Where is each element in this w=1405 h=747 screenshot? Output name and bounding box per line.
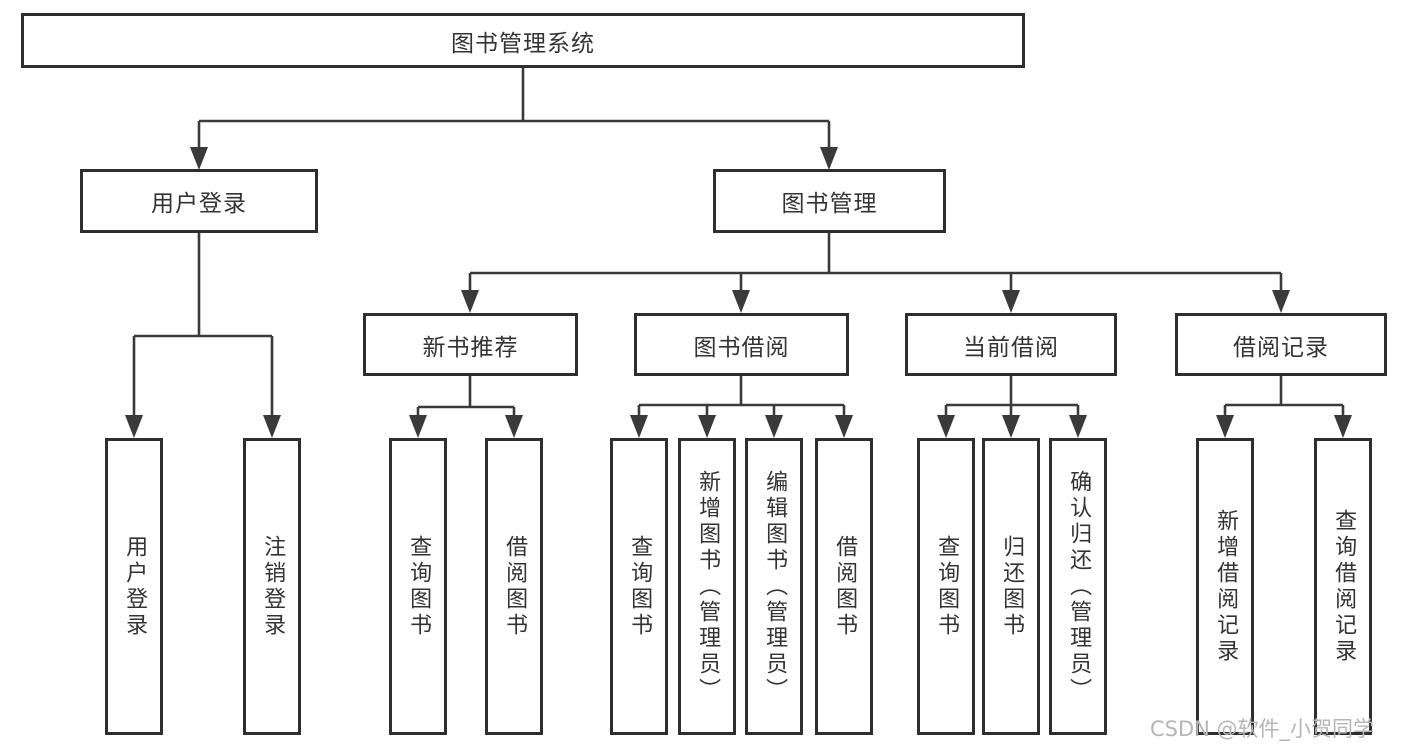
arrow-down-icon	[630, 415, 648, 438]
node-book-management: 图书管理	[713, 169, 946, 233]
node-current-borrow: 当前借阅	[905, 313, 1117, 376]
leaf-query-books-borrow: 查询图书	[610, 438, 668, 735]
arrow-down-icon	[698, 415, 716, 438]
leaf-label: 新增图书（管理员）	[695, 469, 721, 704]
leaf-label: 归还图书	[999, 534, 1025, 639]
arrow-down-icon	[1216, 415, 1234, 438]
arrow-down-icon	[461, 290, 479, 313]
leaf-logout: 注销登录	[243, 438, 301, 735]
watermark: CSDN @软件_小贺同学	[1150, 717, 1375, 741]
node-user-login: 用户登录	[80, 169, 318, 233]
leaf-label: 注销登录	[260, 534, 286, 639]
leaf-label: 用户登录	[122, 534, 148, 639]
connector-book-management-to-level3	[461, 233, 1290, 313]
leaf-label: 查询借阅记录	[1331, 508, 1357, 665]
arrow-down-icon	[505, 415, 523, 438]
connector-new-book-to-leaves	[409, 376, 523, 438]
arrow-down-icon	[125, 415, 143, 438]
connector-root-to-level2	[190, 68, 838, 170]
node-new-book-recommend: 新书推荐	[363, 313, 578, 376]
leaf-label: 新增借阅记录	[1213, 508, 1239, 665]
arrow-down-icon	[1002, 290, 1020, 313]
leaf-borrow-books-recommend: 借阅图书	[485, 438, 543, 735]
leaf-add-books-admin: 新增图书（管理员）	[678, 438, 736, 735]
arrow-down-icon	[732, 290, 750, 313]
leaf-label: 查询图书	[406, 534, 432, 639]
connector-user-login-to-leaves	[125, 233, 281, 438]
leaf-query-books-recommend: 查询图书	[389, 438, 447, 735]
connector-current-borrow-to-leaves	[937, 376, 1087, 438]
leaf-label: 查询图书	[627, 534, 653, 639]
node-borrow-records: 借阅记录	[1175, 313, 1387, 376]
leaf-label: 借阅图书	[832, 534, 858, 639]
arrow-down-icon	[937, 415, 955, 438]
leaf-query-borrow-record: 查询借阅记录	[1314, 438, 1372, 735]
arrow-down-icon	[409, 415, 427, 438]
node-root: 图书管理系统	[21, 13, 1025, 68]
leaf-label: 确认归还（管理员）	[1066, 469, 1092, 704]
arrow-down-icon	[1272, 290, 1290, 313]
node-book-borrow: 图书借阅	[634, 313, 849, 376]
arrow-down-icon	[263, 415, 281, 438]
arrow-down-icon	[765, 415, 783, 438]
arrow-down-icon	[1002, 415, 1020, 438]
connector-book-borrow-to-leaves	[630, 376, 853, 438]
leaf-borrow-books: 借阅图书	[815, 438, 873, 735]
arrow-down-icon	[1334, 415, 1352, 438]
leaf-user-login: 用户登录	[105, 438, 163, 735]
arrow-down-icon	[820, 147, 838, 170]
leaf-confirm-return-admin: 确认归还（管理员）	[1049, 438, 1107, 735]
leaf-edit-books-admin: 编辑图书（管理员）	[745, 438, 803, 735]
arrow-down-icon	[190, 147, 208, 170]
leaf-label: 借阅图书	[502, 534, 528, 639]
leaf-label: 查询图书	[934, 534, 960, 639]
leaf-label: 编辑图书（管理员）	[762, 469, 788, 704]
leaf-query-books-current: 查询图书	[917, 438, 975, 735]
arrow-down-icon	[1069, 415, 1087, 438]
arrow-down-icon	[835, 415, 853, 438]
connector-borrow-records-to-leaves	[1216, 376, 1352, 438]
leaf-return-books: 归还图书	[982, 438, 1040, 735]
leaf-add-borrow-record: 新增借阅记录	[1196, 438, 1254, 735]
